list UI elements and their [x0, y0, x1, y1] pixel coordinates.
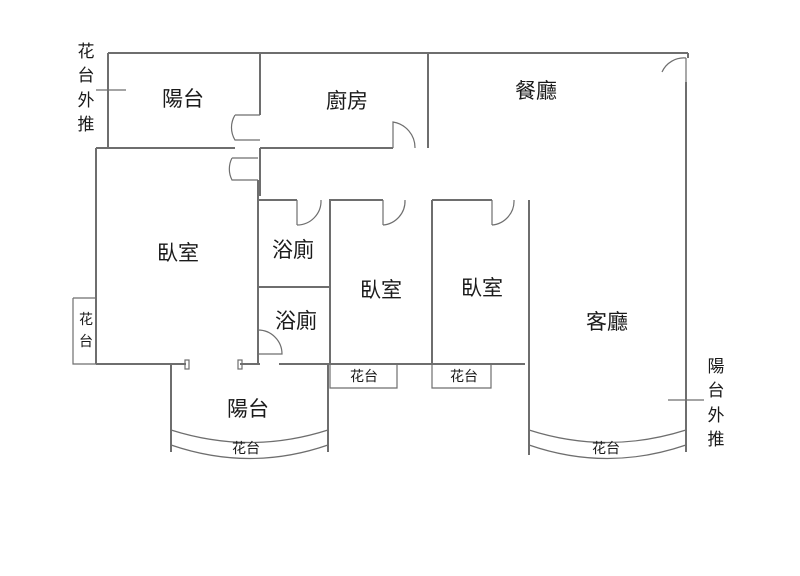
room-bedroom-left: 臥室 — [157, 241, 199, 265]
note-right-char-3: 外 — [708, 406, 725, 426]
planter-middle-a: 花台 — [350, 369, 378, 385]
note-top-left-char-2: 台 — [78, 66, 95, 86]
room-living: 客廳 — [586, 310, 628, 334]
planter-living-bottom: 花台 — [592, 441, 620, 457]
note-top-left-char-1: 花 — [78, 42, 95, 62]
room-kitchen: 廚房 — [326, 89, 368, 113]
planter-left-char-1: 花 — [79, 312, 93, 328]
note-right: 陽 台 外 推 — [708, 357, 725, 450]
note-top-left: 花 台 外 推 — [78, 42, 95, 135]
planter-middle-b: 花台 — [450, 369, 478, 385]
room-bedroom-right: 臥室 — [461, 276, 503, 300]
doors — [228, 57, 687, 355]
planter-left-char-2: 台 — [79, 334, 93, 350]
room-balcony-bottom: 陽台 — [227, 397, 269, 421]
note-right-char-1: 陽 — [708, 357, 725, 377]
room-bath-upper: 浴廁 — [272, 238, 314, 262]
walls — [72, 52, 704, 460]
note-top-left-char-4: 推 — [78, 115, 95, 135]
room-bath-lower: 浴廁 — [275, 309, 317, 333]
room-labels: 陽台 廚房 餐廳 臥室 浴廁 浴廁 臥室 臥室 客廳 陽台 — [157, 79, 628, 421]
planter-labels: 花 台 花台 花台 花台 花台 — [79, 312, 620, 457]
planter-balcony-bottom: 花台 — [232, 441, 260, 457]
note-top-left-char-3: 外 — [78, 91, 95, 111]
room-dining: 餐廳 — [515, 79, 557, 103]
room-balcony-top: 陽台 — [162, 87, 204, 111]
note-right-char-4: 推 — [708, 430, 725, 450]
note-right-char-2: 台 — [708, 381, 725, 401]
room-bedroom-middle: 臥室 — [360, 278, 402, 302]
